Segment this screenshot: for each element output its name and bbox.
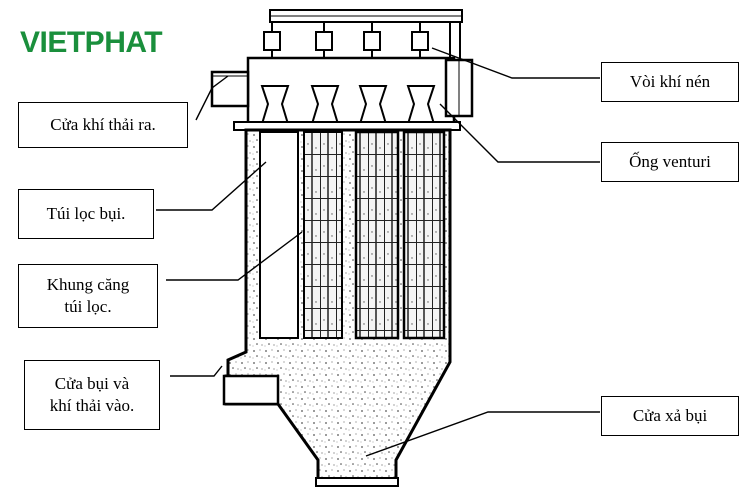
label-air-nozzle: Vòi khí nén [601,62,739,102]
brand-logo: VIETPHAT [20,26,163,59]
label-filter-bag: Túi lọc bụi. [18,189,154,239]
leader-lines [156,47,600,457]
label-bag-cage: Khung căng túi lọc. [18,264,158,328]
label-dust-inlet: Cửa bụi và khí thải vào. [24,360,160,430]
compressed-air-manifold [263,9,463,70]
inlet-duct [222,374,280,406]
label-dust-discharge: Cửa xả bụi [601,396,739,436]
label-exhaust-outlet: Cửa khí thải ra. [18,102,188,148]
filter-bag-1 [259,131,299,339]
venturi-tubes [260,85,436,125]
dust-discharge-port [315,477,399,487]
filter-bag-2 [303,131,343,339]
filter-bag-4 [402,130,446,340]
filter-bag-3 [354,130,400,340]
label-venturi: Ống venturi [601,142,739,182]
